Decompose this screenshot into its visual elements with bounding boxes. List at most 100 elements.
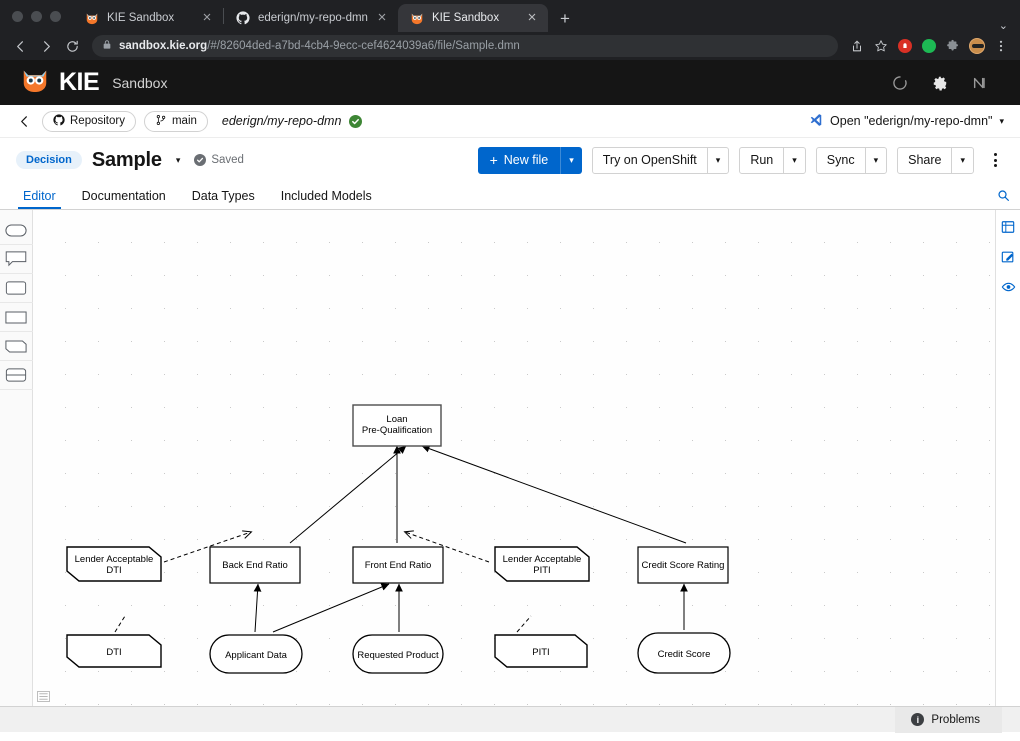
chevron-down-icon[interactable]: ▾ xyxy=(999,115,1004,126)
open-in-vscode-label: Open "ederign/my-repo-dmn" xyxy=(830,114,993,128)
browser-tab-1[interactable]: KIE Sandbox xyxy=(73,4,223,32)
close-icon[interactable] xyxy=(376,11,390,25)
vscode-icon xyxy=(809,113,823,130)
chevron-left-icon[interactable] xyxy=(14,111,34,131)
node-dti[interactable]: DTI xyxy=(66,634,162,668)
save-status-label: Saved xyxy=(211,154,244,166)
brand-logo[interactable]: KIE Sandbox xyxy=(20,65,167,100)
tab-documentation-label: Documentation xyxy=(81,188,166,203)
forward-icon[interactable] xyxy=(34,34,58,58)
browser-tab-3[interactable]: KIE Sandbox xyxy=(397,4,548,32)
node-front-end-ratio[interactable]: Front End Ratio xyxy=(352,546,444,584)
node-back-end-ratio[interactable]: Back End Ratio xyxy=(209,546,301,584)
sync-icon[interactable] xyxy=(880,60,920,105)
extension-green-icon[interactable] xyxy=(918,35,940,57)
url-text: sandbox.kie.org/#/82604ded-a7bd-4cb4-9ec… xyxy=(119,40,520,52)
sync-label: Sync xyxy=(826,153,855,167)
knowledge-source-tool[interactable] xyxy=(0,332,33,361)
extension-red-icon[interactable] xyxy=(894,35,916,57)
tab-data-types[interactable]: Data Types xyxy=(179,182,268,209)
svg-text:Credit Score: Credit Score xyxy=(658,649,711,660)
extensions-puzzle-icon[interactable] xyxy=(942,35,964,57)
edge-dti-to-lender-dti xyxy=(114,615,126,633)
chevron-down-icon[interactable]: ▾ xyxy=(951,147,973,173)
new-tab-button[interactable]: + xyxy=(559,9,570,28)
branch-chip[interactable]: main xyxy=(143,110,208,132)
tab-documentation[interactable]: Documentation xyxy=(69,182,179,209)
open-in-vscode-button[interactable]: Open "ederign/my-repo-dmn" ▾ xyxy=(809,113,1004,130)
share-button[interactable]: Share ▾ xyxy=(897,146,974,174)
browser-tab-3-title: KIE Sandbox xyxy=(431,12,500,24)
new-file-main[interactable]: + New file xyxy=(478,147,561,174)
edit-icon[interactable] xyxy=(997,246,1019,268)
sync-button[interactable]: Sync ▾ xyxy=(815,146,888,174)
browser-tab-2-title: ederign/my-repo-dmn xyxy=(258,12,368,24)
node-piti[interactable]: PITI xyxy=(494,634,588,668)
node-credit-score[interactable]: Credit Score xyxy=(637,632,731,674)
new-file-button[interactable]: + New file ▾ xyxy=(477,146,582,174)
kie-owl-icon xyxy=(85,11,99,25)
node-palette xyxy=(0,210,33,706)
node-credit-score-rating[interactable]: Credit Score Rating xyxy=(637,546,729,584)
node-lender-acceptable-piti[interactable]: Lender Acceptable PITI xyxy=(494,546,590,582)
canvas-resize-handle-icon[interactable] xyxy=(37,691,50,702)
tab-editor[interactable]: Editor xyxy=(10,182,69,209)
edge-applicant-data-to-back-end-ratio xyxy=(253,583,262,633)
more-options-icon[interactable] xyxy=(984,147,1006,174)
business-knowledge-model-tool[interactable] xyxy=(0,274,33,303)
gear-icon[interactable] xyxy=(920,60,960,105)
chevron-down-icon[interactable]: ▾ xyxy=(175,154,181,165)
run-label: Run xyxy=(750,153,774,167)
preview-eye-icon[interactable] xyxy=(997,276,1019,298)
chevron-down-icon[interactable]: ▾ xyxy=(560,146,582,174)
browser-tab-2[interactable]: ederign/my-repo-dmn xyxy=(224,4,398,32)
status-bar: i Problems xyxy=(0,706,1020,733)
chevron-down-icon[interactable]: ▾ xyxy=(706,147,729,173)
edge-piti-to-lender-piti xyxy=(516,615,532,633)
file-toolbar: Decision Sample ▾ Saved + New file ▾ Try… xyxy=(0,138,1020,182)
problems-panel-button[interactable]: i Problems xyxy=(895,706,1002,733)
minimize-window-button[interactable] xyxy=(31,10,42,22)
node-loan-pre-qualification[interactable]: Loan Pre-Qualification xyxy=(352,404,442,447)
decision-tool[interactable] xyxy=(0,303,33,332)
node-lender-acceptable-dti[interactable]: Lender Acceptable DTI xyxy=(66,546,162,582)
input-data-tool[interactable] xyxy=(0,216,33,245)
dmn-diagram-canvas[interactable]: Loan Pre-Qualification Lender Acceptable… xyxy=(33,210,995,706)
svg-text:Requested Product: Requested Product xyxy=(357,650,439,661)
tab-included-models[interactable]: Included Models xyxy=(268,182,385,209)
chevron-down-icon[interactable]: ▾ xyxy=(864,147,887,173)
profile-avatar[interactable] xyxy=(966,35,988,57)
editor-tab-bar: Editor Documentation Data Types Included… xyxy=(0,182,1020,210)
problems-label: Problems xyxy=(931,713,980,726)
close-icon[interactable] xyxy=(526,11,540,25)
node-requested-product[interactable]: Requested Product xyxy=(352,634,444,674)
try-on-openshift-button[interactable]: Try on OpenShift ▾ xyxy=(591,146,730,174)
close-window-button[interactable] xyxy=(12,10,23,22)
repository-chip[interactable]: Repository xyxy=(42,110,136,132)
svg-text:PITI: PITI xyxy=(532,647,549,658)
bookmark-star-icon[interactable] xyxy=(870,35,892,57)
search-icon[interactable] xyxy=(986,182,1020,209)
share-icon[interactable] xyxy=(846,35,868,57)
svg-text:Back End Ratio: Back End Ratio xyxy=(222,560,287,571)
back-icon[interactable] xyxy=(8,34,32,58)
url-input[interactable]: sandbox.kie.org/#/82604ded-a7bd-4cb4-9ec… xyxy=(92,35,838,57)
run-button[interactable]: Run ▾ xyxy=(739,146,806,174)
page-title[interactable]: Sample xyxy=(91,148,162,171)
decision-service-tool[interactable] xyxy=(0,361,33,390)
text-annotation-tool[interactable] xyxy=(0,245,33,274)
app-header: KIE Sandbox xyxy=(0,60,1020,105)
tab-included-models-label: Included Models xyxy=(280,188,372,203)
browser-menu-icon[interactable] xyxy=(990,35,1012,57)
window-traffic-lights[interactable] xyxy=(8,0,73,32)
close-icon[interactable] xyxy=(201,11,215,25)
reload-icon[interactable] xyxy=(60,34,84,58)
chevron-down-icon[interactable]: ⌄ xyxy=(998,20,1008,32)
dmn-graph[interactable]: Loan Pre-Qualification Lender Acceptable… xyxy=(33,210,995,706)
properties-panel-icon[interactable] xyxy=(997,216,1019,238)
svg-text:PITI: PITI xyxy=(533,565,550,576)
node-applicant-data[interactable]: Applicant Data xyxy=(209,634,303,674)
kie-dev-deployments-icon[interactable] xyxy=(960,60,1000,105)
maximize-window-button[interactable] xyxy=(50,10,61,22)
chevron-down-icon[interactable]: ▾ xyxy=(783,147,805,173)
